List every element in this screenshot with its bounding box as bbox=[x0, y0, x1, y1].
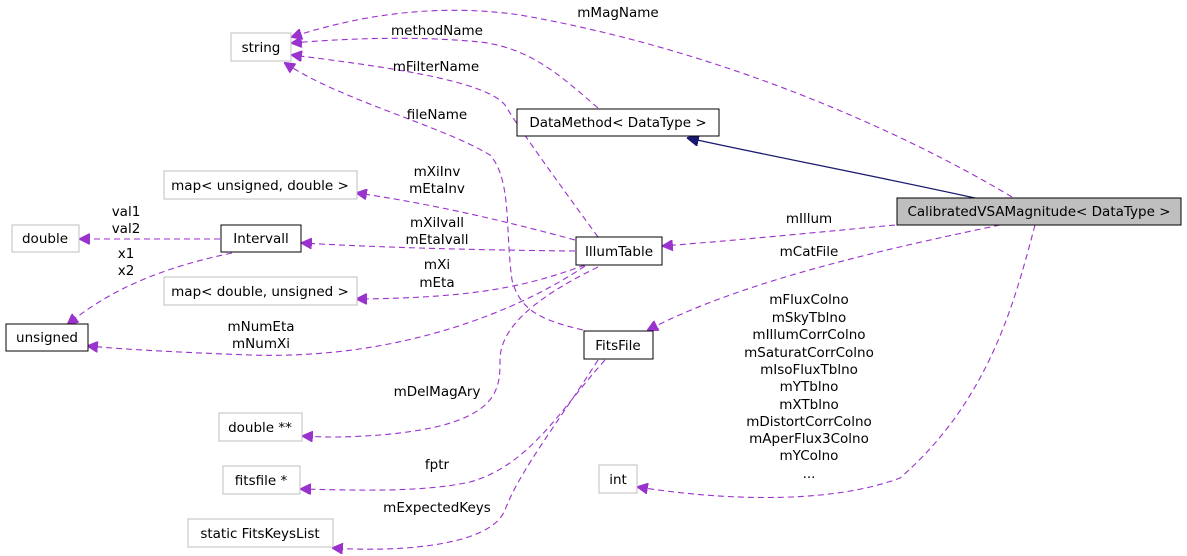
edge-methodname bbox=[292, 38, 599, 109]
edge-mfiltername bbox=[292, 55, 599, 238]
node-double-label: double bbox=[22, 231, 68, 247]
nodes: string DataMethod< DataType > Calibrated… bbox=[5, 32, 1182, 548]
edge-inherits-datamethod bbox=[688, 138, 976, 199]
node-intervall-label: Intervall bbox=[233, 231, 288, 247]
node-map-double-unsigned-label: map< double, unsigned > bbox=[171, 284, 349, 300]
label-colno-item: ... bbox=[803, 466, 816, 482]
label-colno-item: mSaturatCorrColno bbox=[744, 345, 874, 361]
node-double[interactable]: double bbox=[11, 224, 80, 253]
node-intervall[interactable]: Intervall bbox=[220, 224, 302, 253]
label-x1: x1 bbox=[118, 246, 135, 262]
edges bbox=[68, 9, 1036, 549]
label-colno-item: mSkyTblno bbox=[772, 310, 846, 326]
label-millum: mIllum bbox=[786, 211, 832, 227]
node-string-label: string bbox=[242, 40, 281, 56]
label-colno-item: mYColno bbox=[780, 448, 839, 464]
node-int[interactable]: int bbox=[598, 464, 638, 494]
label-methodname: methodName bbox=[391, 23, 483, 39]
node-datamethod[interactable]: DataMethod< DataType > bbox=[516, 108, 720, 137]
label-fptr: fptr bbox=[425, 457, 450, 473]
label-mnumeta: mNumEta bbox=[227, 319, 294, 335]
edge-mxi bbox=[357, 264, 586, 299]
edge-fptr bbox=[301, 359, 606, 490]
edge-x bbox=[68, 252, 233, 324]
label-mxiivall: mXiIvall bbox=[410, 215, 464, 231]
label-mxiinv: mXiInv bbox=[414, 164, 461, 180]
node-illumtable-label: IllumTable bbox=[585, 244, 653, 260]
label-mmagname: mMagName bbox=[577, 5, 658, 21]
label-val1: val1 bbox=[112, 204, 141, 220]
node-illumtable[interactable]: IllumTable bbox=[575, 236, 663, 266]
label-colno-item: mFluxColno bbox=[769, 292, 848, 308]
node-fitsfile-ptr[interactable]: fitsfile * bbox=[222, 465, 301, 495]
label-colno-item: mIsoFluxTblno bbox=[760, 362, 858, 378]
label-meta: mEta bbox=[419, 275, 454, 291]
edge-mexpectedkeys bbox=[333, 359, 599, 549]
label-colno-item: mXTblno bbox=[779, 397, 839, 413]
node-map-double-unsigned[interactable]: map< double, unsigned > bbox=[163, 276, 358, 306]
label-metainv: mEtaInv bbox=[409, 181, 465, 197]
node-calibrated[interactable]: CalibratedVSAMagnitude< DataType > bbox=[896, 197, 1182, 226]
label-metaivall: mEtaIvall bbox=[406, 232, 469, 248]
edge-filename bbox=[285, 63, 584, 331]
label-mxi: mXi bbox=[424, 257, 450, 273]
label-colno-item: mDistortCorrColno bbox=[746, 414, 872, 430]
label-colno-list: mFluxColno mSkyTblno mIllumCorrColno mSa… bbox=[744, 292, 874, 482]
node-map-unsigned-double-label: map< unsigned, double > bbox=[171, 178, 349, 194]
node-fitsfile-ptr-label: fitsfile * bbox=[235, 473, 288, 489]
edge-mnumeta bbox=[88, 265, 586, 356]
edge-mmagname bbox=[292, 9, 1013, 198]
edge-mxiinv bbox=[357, 193, 576, 241]
label-colno-item: mYTblno bbox=[780, 379, 839, 395]
label-mnumxi: mNumXi bbox=[232, 336, 290, 352]
node-map-unsigned-double[interactable]: map< unsigned, double > bbox=[163, 170, 358, 200]
node-unsigned[interactable]: unsigned bbox=[5, 323, 89, 352]
node-fitskeyslist[interactable]: static FitsKeysList bbox=[187, 518, 334, 548]
edge-mdelmagary bbox=[303, 266, 599, 437]
label-val2: val2 bbox=[112, 221, 141, 237]
label-x2: x2 bbox=[118, 263, 135, 279]
node-fitsfile-label: FitsFile bbox=[595, 338, 640, 354]
node-string[interactable]: string bbox=[230, 32, 292, 62]
node-unsigned-label: unsigned bbox=[16, 330, 78, 346]
label-filename: fileName bbox=[407, 107, 467, 123]
edge-labels: mMagName methodName mFilterName fileName… bbox=[112, 5, 874, 516]
edge-colno bbox=[638, 224, 1036, 499]
label-mcatfile: mCatFile bbox=[780, 244, 839, 260]
label-mfiltername: mFilterName bbox=[393, 59, 479, 75]
label-colno-item: mIllumCorrColno bbox=[752, 327, 865, 343]
edge-mxiivall bbox=[302, 243, 576, 252]
node-calibrated-label: CalibratedVSAMagnitude< DataType > bbox=[907, 204, 1170, 220]
node-datamethod-label: DataMethod< DataType > bbox=[529, 115, 706, 131]
node-double-pp[interactable]: double ** bbox=[218, 412, 303, 442]
node-double-pp-label: double ** bbox=[228, 420, 292, 436]
label-mdelmagary: mDelMagAry bbox=[394, 384, 481, 400]
edge-millum bbox=[663, 224, 896, 246]
edge-mcatfile bbox=[648, 224, 1001, 330]
label-colno-item: mAperFlux3Colno bbox=[749, 431, 869, 447]
node-fitskeyslist-label: static FitsKeysList bbox=[200, 526, 319, 542]
node-int-label: int bbox=[609, 472, 627, 488]
node-fitsfile[interactable]: FitsFile bbox=[583, 330, 654, 360]
label-mexpectedkeys: mExpectedKeys bbox=[383, 500, 491, 516]
